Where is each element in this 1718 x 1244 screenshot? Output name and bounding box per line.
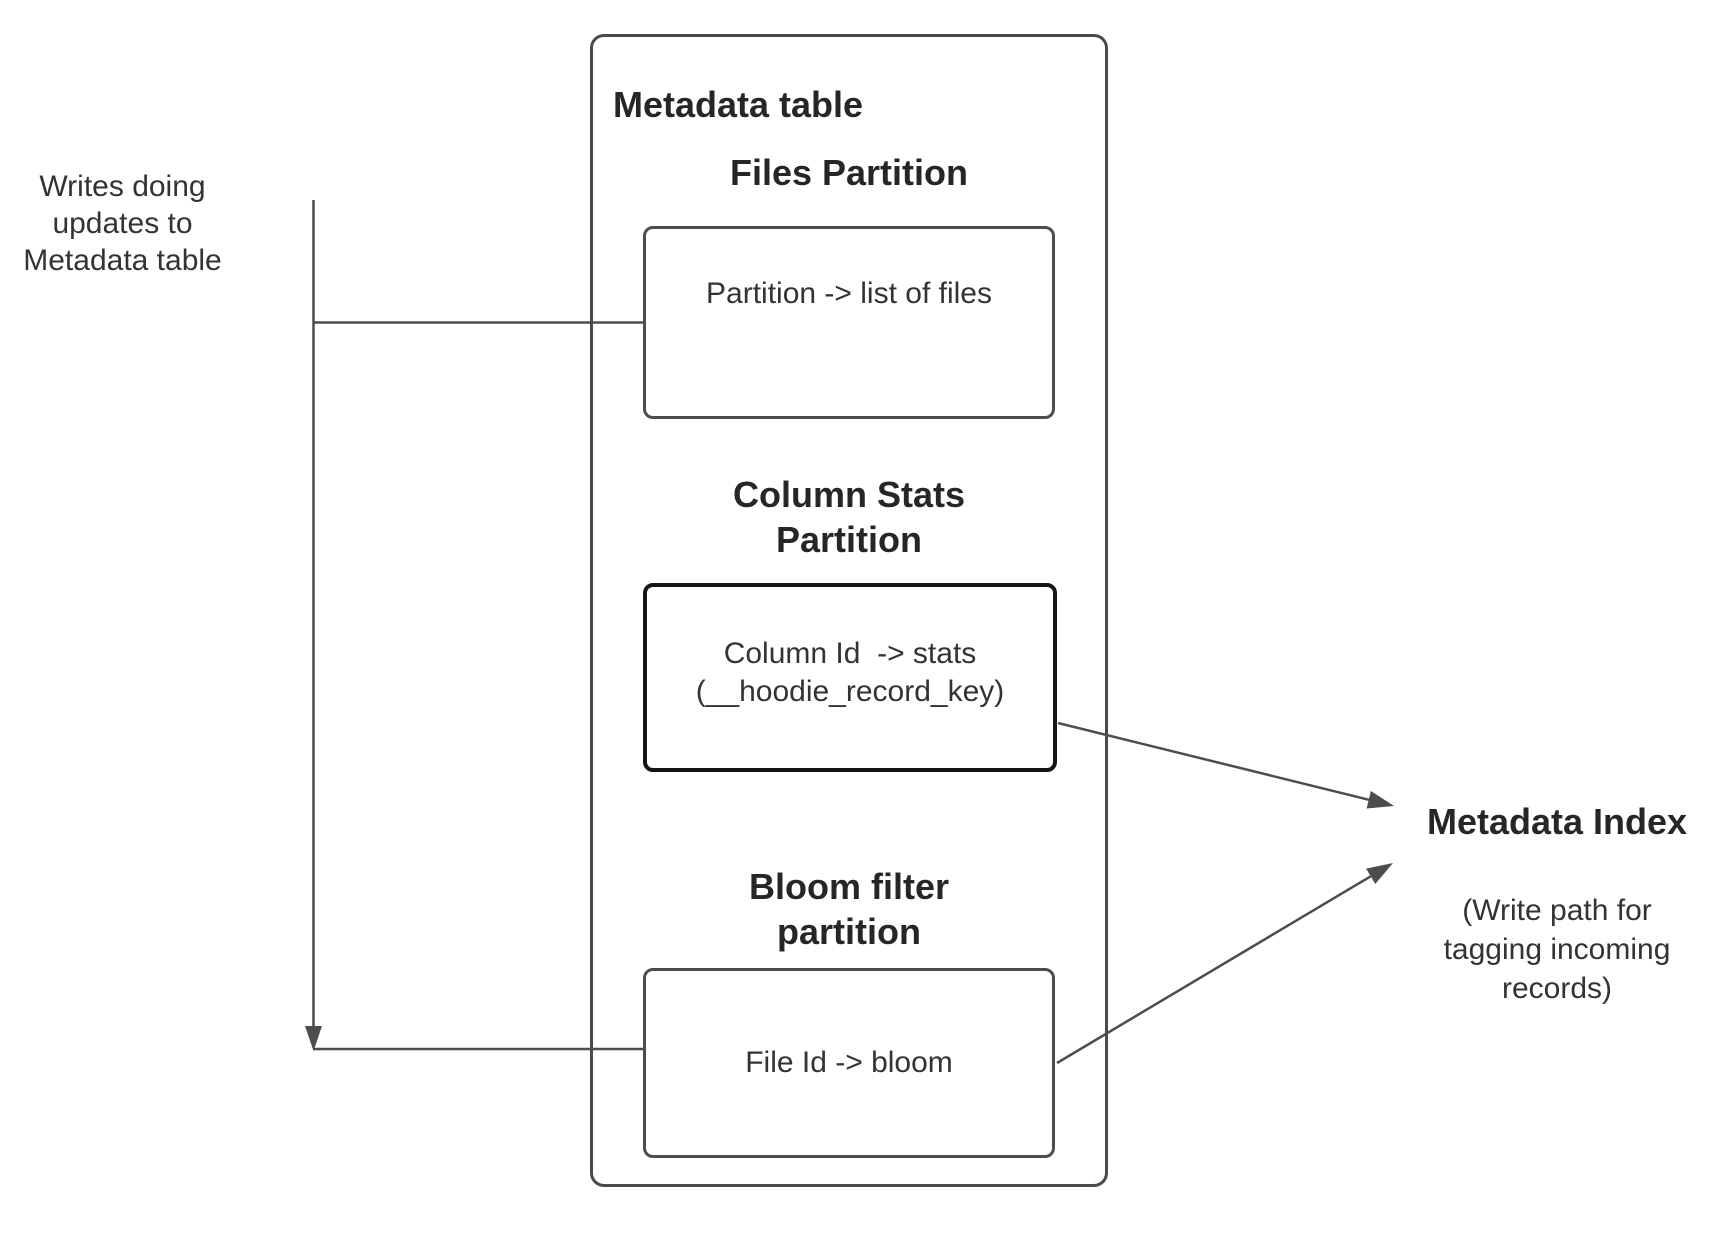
- metadata-index-subtitle-line: records): [1501, 972, 1613, 1005]
- bloom-heading-line: partition: [777, 911, 921, 952]
- metadata-index-subtitle-line: tagging incoming: [1443, 933, 1671, 966]
- bloom-heading-line: Bloom filter: [748, 866, 949, 907]
- writes-note: Writes doing updates to Metadata table: [0, 168, 245, 279]
- column-stats-partition-box: Column Id -> stats (__hoodie_record_key): [643, 583, 1057, 772]
- arrowhead-down-icon: [305, 1026, 322, 1051]
- arrowhead-right-icon: [1366, 791, 1394, 809]
- metadata-index-subtitle-line: (Write path for: [1462, 894, 1652, 927]
- arrowhead-upright-icon: [1366, 863, 1393, 884]
- column-stats-heading-line: Column Stats: [732, 474, 965, 515]
- bloom-filter-partition-box: File Id -> bloom: [643, 968, 1055, 1158]
- column-stats-partition-heading: Column Stats Partition: [643, 472, 1055, 562]
- metadata-index-title: Metadata Index: [1426, 801, 1688, 842]
- column-stats-heading-line: Partition: [775, 519, 922, 560]
- bloom-filter-partition-heading: Bloom filter partition: [643, 864, 1055, 954]
- writes-note-line: Metadata table: [23, 244, 222, 277]
- column-stats-body-line: (__hoodie_record_key): [695, 674, 1005, 708]
- writes-note-line: updates to: [52, 207, 193, 240]
- files-partition-body: Partition -> list of files: [706, 276, 992, 310]
- column-stats-partition-body: Column Id -> stats (__hoodie_record_key): [696, 635, 1005, 711]
- metadata-index-subtitle: (Write path for tagging incoming records…: [1407, 891, 1707, 1008]
- metadata-table-title: Metadata table: [613, 84, 864, 125]
- files-partition-box: Partition -> list of files: [643, 226, 1055, 419]
- files-partition-heading: Files Partition: [729, 152, 969, 193]
- column-stats-body-line: Column Id -> stats: [723, 636, 977, 670]
- writes-note-line: Writes doing: [39, 170, 206, 203]
- bloom-filter-partition-body: File Id -> bloom: [745, 1046, 953, 1079]
